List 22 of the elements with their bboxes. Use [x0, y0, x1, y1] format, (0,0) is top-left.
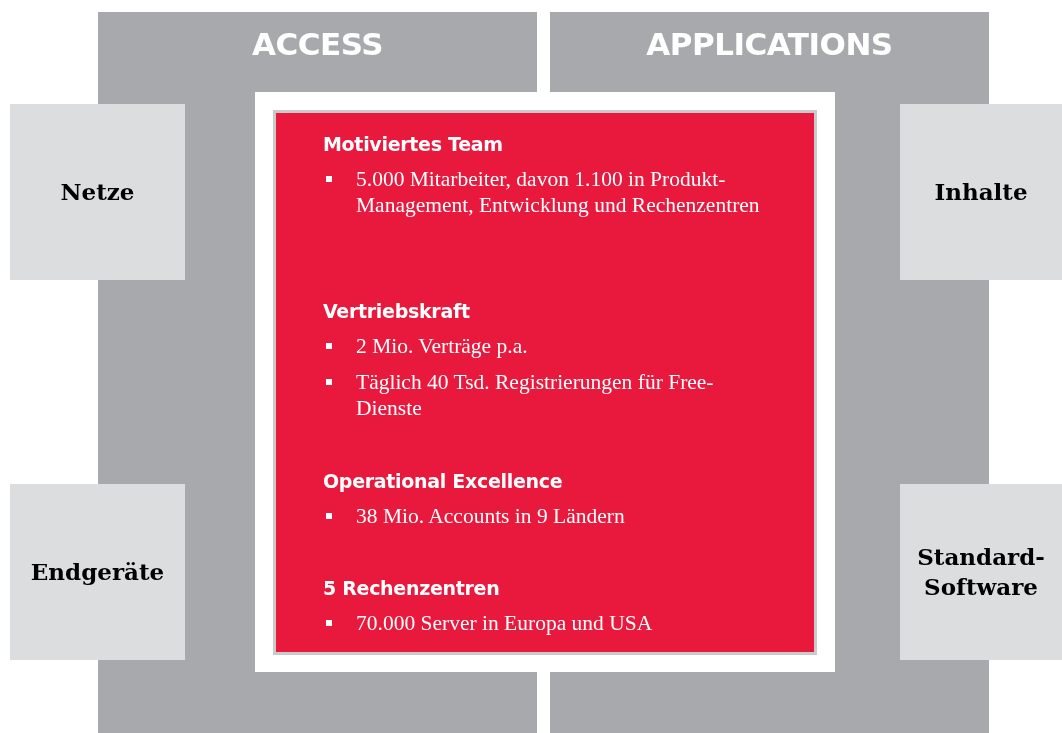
section-heading: 5 Rechenzentren	[323, 577, 501, 599]
side-box	[10, 104, 185, 280]
bullet-item: 5.000 Mitarbeiter, davon 1.100 in Produkt-Management, Entwicklung und Rechenzentren	[323, 167, 773, 219]
section-heading: Motiviertes Team	[323, 133, 504, 155]
section-heading: Operational Excellence	[323, 470, 564, 492]
section-heading: Vertriebskraft	[323, 300, 471, 322]
box-label: Netze	[59, 177, 136, 207]
side-box	[10, 484, 185, 660]
box-label: Standard-Software	[916, 542, 1046, 602]
side-box	[900, 484, 1062, 660]
box-label: Endgeräte	[29, 557, 166, 587]
panel-heading: ACCESS	[251, 26, 384, 62]
bullet-item: 38 Mio. Accounts in 9 Ländern	[323, 504, 773, 530]
bullet-item: 70.000 Server in Europa und USA	[323, 611, 773, 637]
side-box	[900, 104, 1062, 280]
panel-heading: APPLICATIONS	[645, 26, 894, 62]
panel-header	[550, 12, 989, 92]
panel-header	[98, 12, 537, 92]
highlight-box	[273, 110, 817, 655]
bullet-item: Täglich 40 Tsd. Registrierungen für Free-Dienste	[323, 369, 773, 422]
box-label: Inhalte	[933, 177, 1029, 207]
bullet-item: 2 Mio. Verträge p.a.	[323, 334, 773, 360]
